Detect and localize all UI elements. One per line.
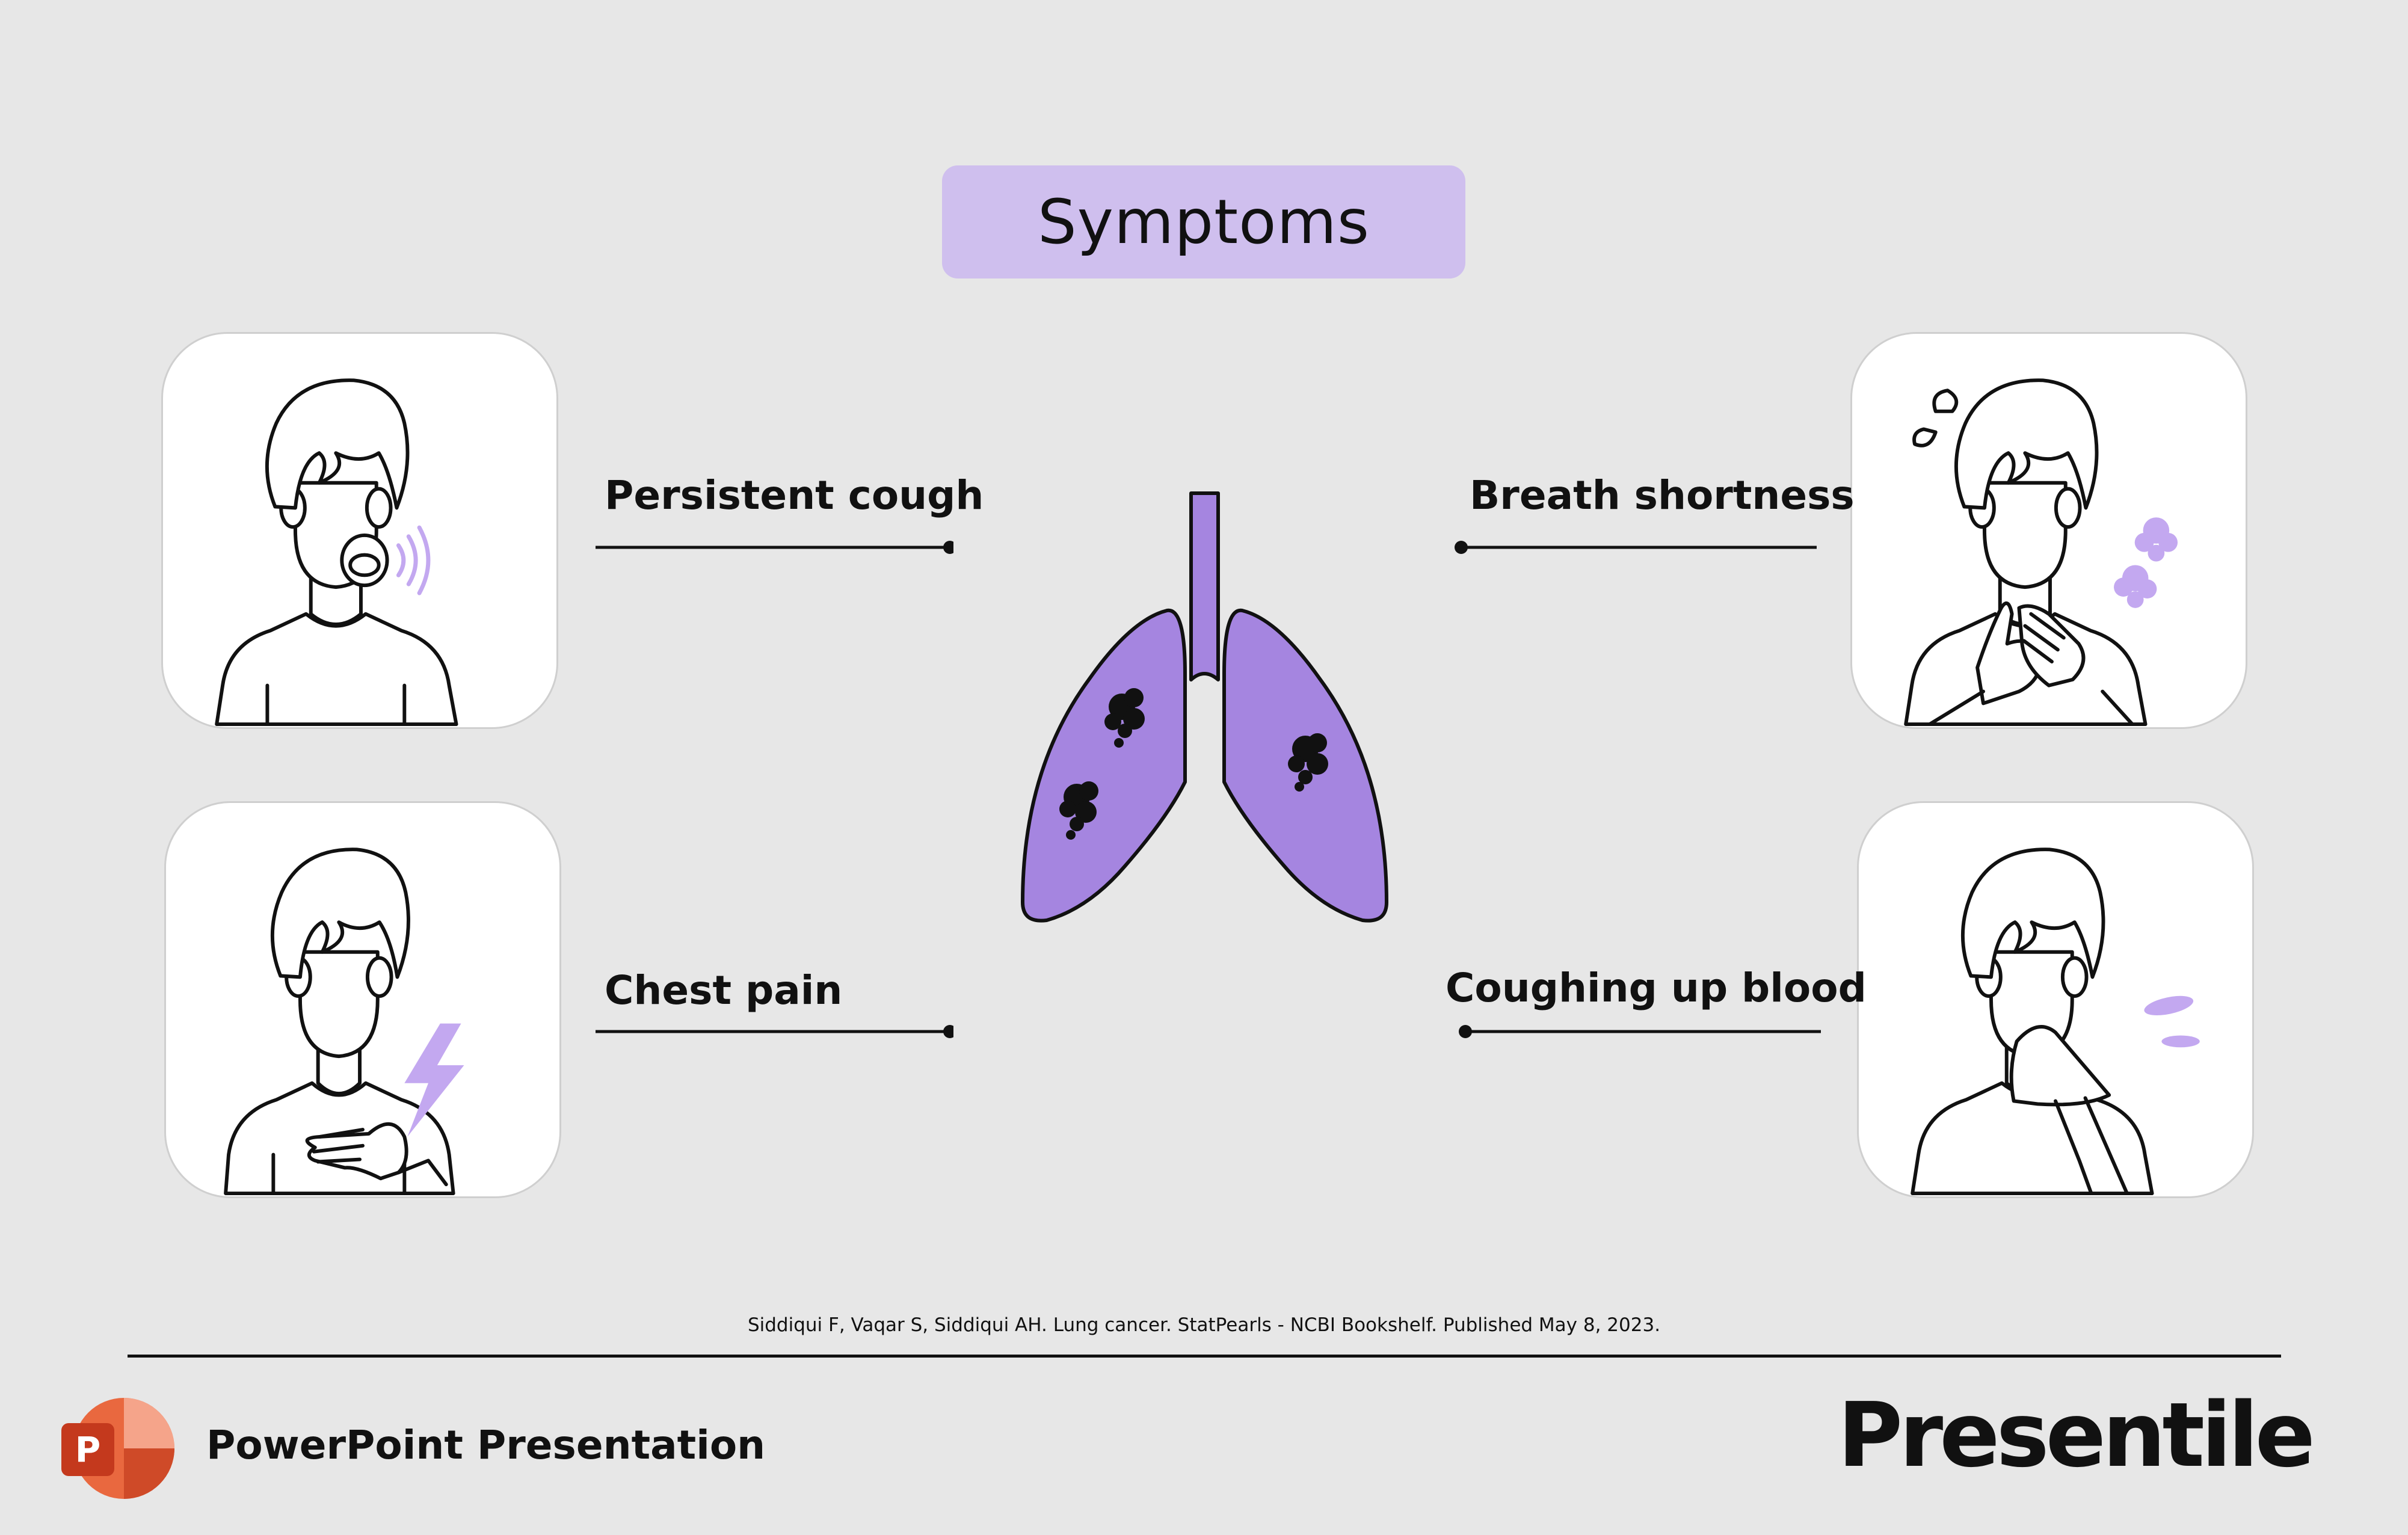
card-coughing-up-blood [1857, 801, 2254, 1198]
connector-top-right [1455, 541, 1817, 554]
card-chest-pain [164, 801, 561, 1198]
label-persistent-cough: Persistent cough [605, 472, 984, 518]
powerpoint-icon: P [61, 1398, 174, 1499]
connector-bottom-right [1459, 1025, 1821, 1038]
label-coughing-up-blood: Coughing up blood [1446, 965, 1867, 1011]
title-badge: Symptoms [942, 165, 1465, 278]
coughing-blood-person-icon [1911, 847, 2200, 1196]
connector-bottom-left [596, 1025, 953, 1038]
citation: Siddiqui F, Vaqar S, Siddiqui AH. Lung c… [747, 1314, 1661, 1336]
lungs-illustration [1021, 491, 1388, 923]
card-persistent-cough [161, 332, 558, 729]
connector-top-left [596, 541, 953, 554]
footer-divider [128, 1355, 2281, 1358]
page-title: Symptoms [1037, 186, 1370, 258]
app-label: PowerPoint Presentation [206, 1422, 766, 1468]
chest-pain-person-icon [224, 847, 464, 1196]
label-breath-shortness: Breath shortness [1470, 472, 1855, 518]
powerpoint-icon-letter: P [75, 1429, 101, 1470]
breath-shortness-person-icon [1904, 378, 2178, 727]
brand-logo: Presentile [1837, 1383, 2315, 1487]
card-breath-shortness [1850, 332, 2247, 729]
label-chest-pain: Chest pain [605, 967, 843, 1014]
coughing-person-icon [215, 378, 458, 727]
